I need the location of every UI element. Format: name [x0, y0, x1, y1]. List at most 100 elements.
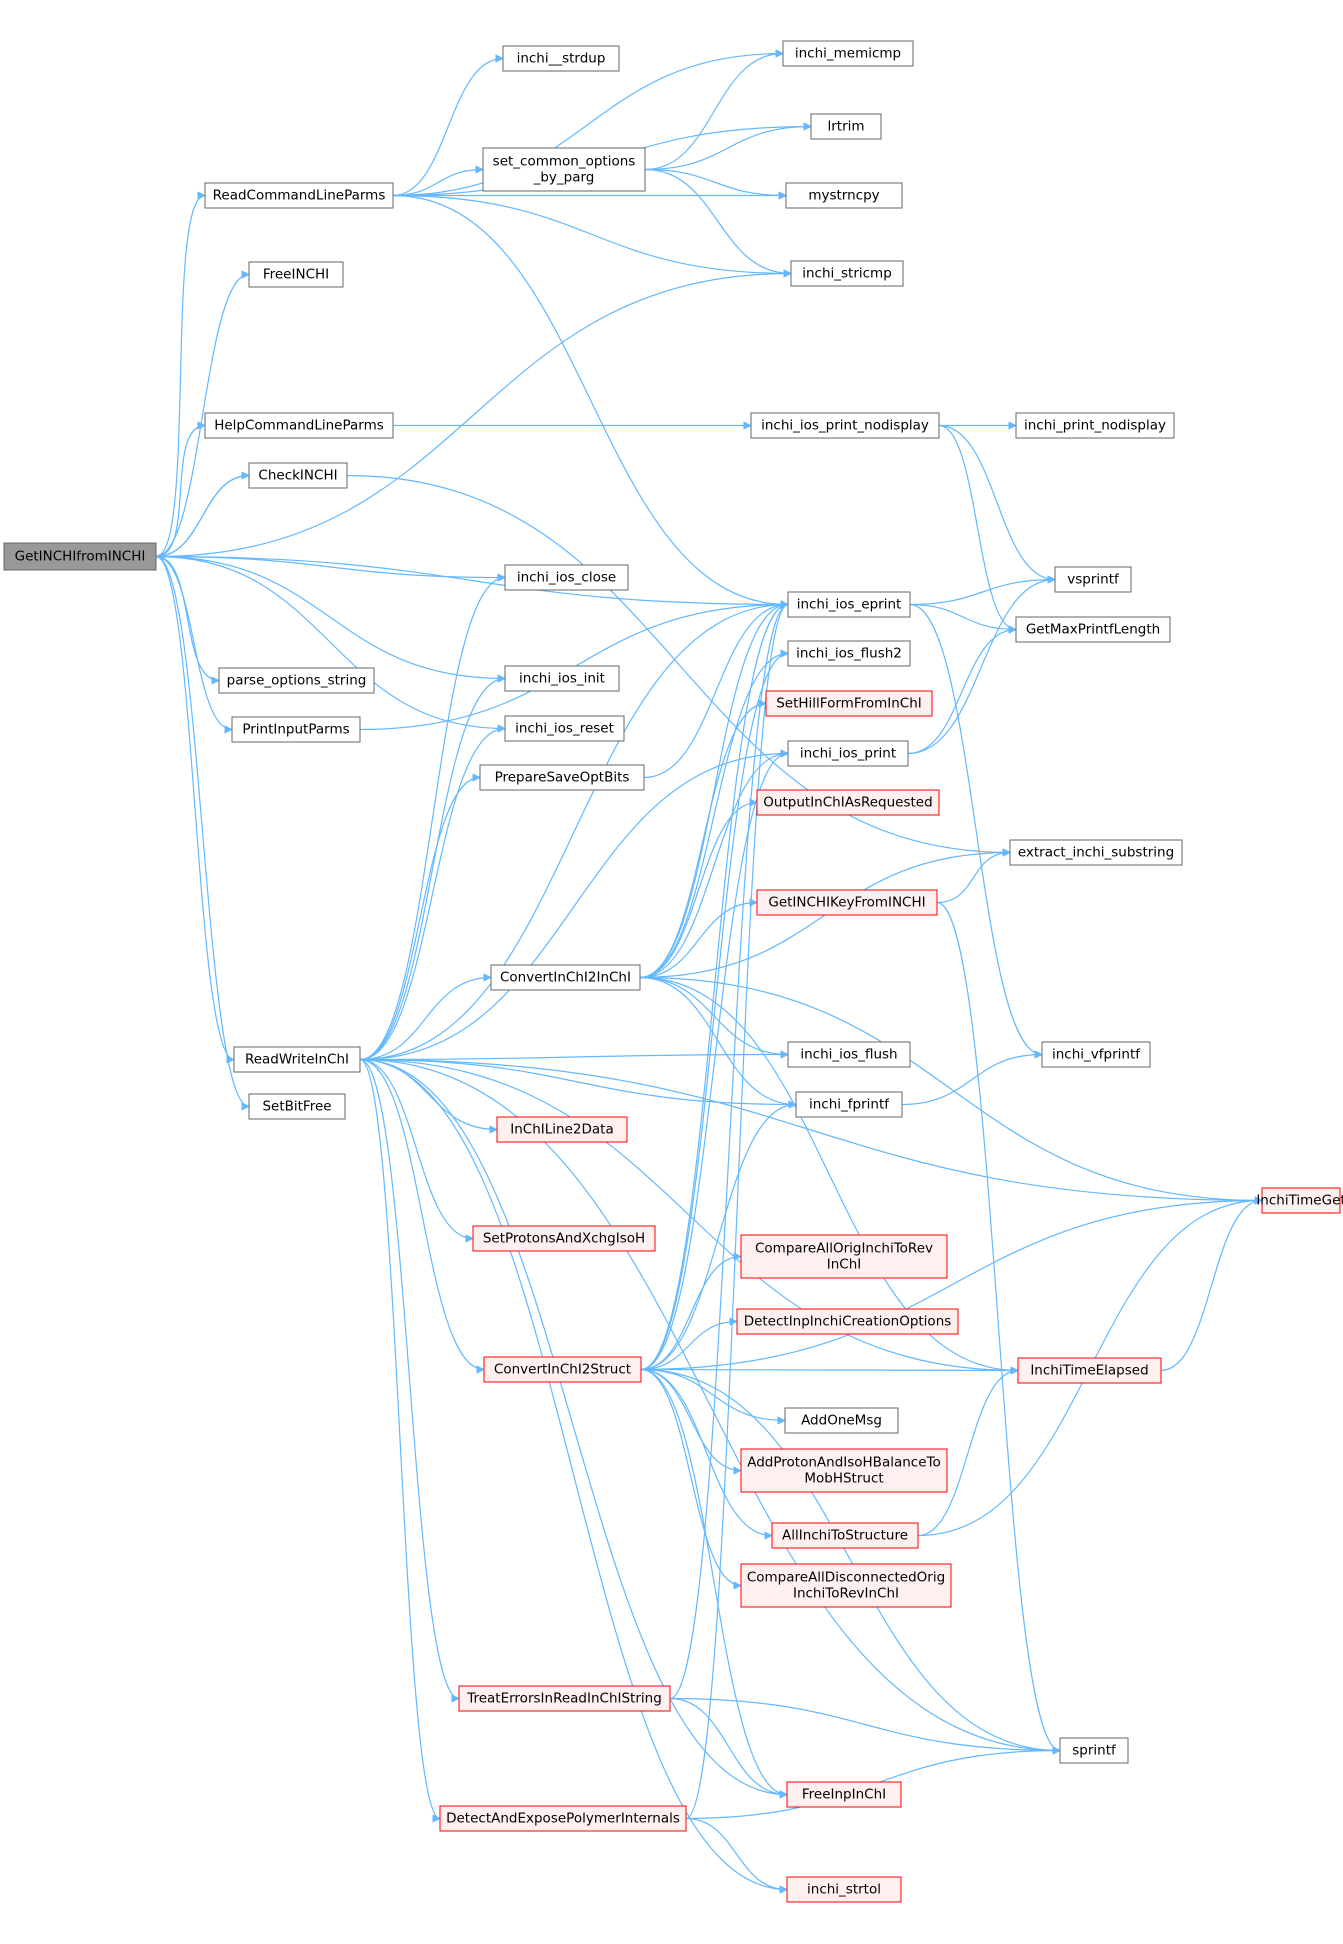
node-strdup[interactable]: inchi__strdup — [502, 45, 620, 72]
node-lrtrim[interactable]: lrtrim — [810, 113, 882, 140]
node-label-checkinchi: CheckINCHI — [258, 468, 337, 484]
node-getmax[interactable]: GetMaxPrintfLength — [1015, 616, 1171, 643]
node-sethill[interactable]: SetHillFormFromInChI — [765, 690, 933, 717]
node-label-freeinp: FreeInpInChI — [802, 1787, 886, 1803]
edge-rw_inchi-to-detect_poly — [359, 1058, 441, 1823]
node-ios_flush[interactable]: inchi_ios_flush — [787, 1041, 911, 1068]
edge-conv_inchi2struct-to-compare_disc — [640, 1368, 742, 1590]
node-box-help_cmd — [204, 412, 394, 439]
node-timeget[interactable]: InchiTimeGet — [1256, 1187, 1343, 1214]
node-box-treat_errors — [458, 1685, 671, 1712]
node-setbitfree[interactable]: SetBitFree — [248, 1093, 346, 1120]
node-box-read_cmd — [204, 182, 394, 209]
edge-root-to-rw_inchi — [155, 555, 235, 1064]
node-conv_inchi2struct[interactable]: ConvertInChI2Struct — [483, 1356, 642, 1383]
edge-prepare_save-to-ios_eprint — [643, 600, 789, 779]
node-memicmp[interactable]: inchi_memicmp — [782, 40, 914, 67]
node-freeinchi[interactable]: FreeINCHI — [248, 261, 344, 288]
node-label-ios_flush: inchi_ios_flush — [800, 1047, 897, 1063]
node-box-getmax — [1015, 616, 1171, 643]
edge-conv_inchi2inchi-to-ios_flush2 — [639, 649, 789, 979]
node-sprintf[interactable]: sprintf — [1059, 1737, 1129, 1764]
node-detect_poly[interactable]: DetectAndExposePolymerInternals — [439, 1805, 687, 1832]
edge-checkinchi-to-extract — [346, 474, 1011, 857]
node-timeelapsed[interactable]: InchiTimeElapsed — [1017, 1357, 1162, 1384]
node-label-set_common-line2: _by_parg — [533, 170, 595, 186]
node-box-timeelapsed — [1017, 1357, 1162, 1384]
node-getinchikey[interactable]: GetINCHIKeyFromINCHI — [756, 889, 938, 916]
node-stricmp[interactable]: inchi_stricmp — [790, 260, 904, 287]
node-ios_close[interactable]: inchi_ios_close — [504, 564, 629, 591]
node-line2data[interactable]: InChILine2Data — [496, 1116, 628, 1143]
node-addonemsg[interactable]: AddOneMsg — [784, 1407, 899, 1434]
node-vsprintf[interactable]: vsprintf — [1054, 566, 1132, 593]
node-conv_inchi2inchi[interactable]: ConvertInChI2InChI — [490, 964, 641, 991]
node-mystrncpy[interactable]: mystrncpy — [785, 182, 903, 209]
edge-conv_inchi2struct-to-allinchi — [640, 1368, 773, 1540]
node-label-ios_print_nodisp: inchi_ios_print_nodisplay — [761, 418, 929, 434]
node-checkinchi[interactable]: CheckINCHI — [248, 462, 348, 489]
node-set_common[interactable]: set_common_options_by_parg — [482, 147, 646, 192]
edge-rw_inchi-to-ios_init — [359, 674, 506, 1061]
node-output_inchi[interactable]: OutputInChIAsRequested — [756, 789, 940, 816]
node-treat_errors[interactable]: TreatErrorsInReadInChIString — [458, 1685, 671, 1712]
edge-conv_inchi2struct-to-timeelapsed — [640, 1366, 1019, 1375]
node-box-detect_poly — [439, 1805, 687, 1832]
node-label-strdup: inchi__strdup — [517, 51, 606, 67]
node-ios_flush2[interactable]: inchi_ios_flush2 — [787, 640, 911, 667]
node-label-setprotons: SetProtonsAndXchgIsoH — [483, 1231, 645, 1247]
node-print_input[interactable]: PrintInputParms — [231, 716, 361, 743]
node-ios_eprint[interactable]: inchi_ios_eprint — [787, 591, 911, 618]
node-setprotons[interactable]: SetProtonsAndXchgIsoH — [472, 1225, 656, 1252]
edges — [155, 49, 1263, 1894]
edge-rw_inchi-to-conv_inchi2inchi — [359, 973, 492, 1061]
node-label-compare_all_orig-line2: InChI — [827, 1257, 862, 1273]
node-box-ios_eprint — [787, 591, 911, 618]
node-ios_print_nodisp[interactable]: inchi_ios_print_nodisplay — [750, 412, 940, 439]
edge-set_common-to-stricmp — [644, 168, 792, 278]
node-label-lrtrim: lrtrim — [827, 119, 864, 135]
edge-treat_errors-to-sprintf — [669, 1697, 1061, 1755]
node-box-freeinchi — [248, 261, 344, 288]
node-ios_reset[interactable]: inchi_ios_reset — [504, 715, 625, 742]
node-help_cmd[interactable]: HelpCommandLineParms — [204, 412, 394, 439]
node-extract[interactable]: extract_inchi_substring — [1009, 839, 1183, 866]
node-box-extract — [1009, 839, 1183, 866]
node-box-stricmp — [790, 260, 904, 287]
edge-conv_inchi2inchi-to-timeelapsed — [639, 976, 1019, 1375]
node-label-parse_opts: parse_options_string — [227, 673, 367, 689]
node-box-print_input — [231, 716, 361, 743]
node-read_cmd[interactable]: ReadCommandLineParms — [204, 182, 394, 209]
edge-read_cmd-to-memicmp — [392, 49, 784, 197]
node-box-strtol — [786, 1876, 902, 1903]
node-freeinp[interactable]: FreeInpInChI — [786, 1781, 902, 1808]
edge-root-to-print_input — [155, 555, 233, 734]
node-fprintf[interactable]: inchi_fprintf — [795, 1091, 903, 1118]
node-label-timeget: InchiTimeGet — [1256, 1193, 1343, 1209]
node-prepare_save[interactable]: PrepareSaveOptBits — [479, 764, 645, 791]
node-vfprintf[interactable]: inchi_vfprintf — [1041, 1041, 1151, 1068]
node-label-ios_eprint: inchi_ios_eprint — [797, 597, 902, 613]
node-box-root — [3, 542, 157, 571]
node-parse_opts[interactable]: parse_options_string — [218, 667, 375, 694]
node-rw_inchi[interactable]: ReadWriteInChI — [233, 1046, 361, 1073]
node-strtol[interactable]: inchi_strtol — [786, 1876, 902, 1903]
node-label-ios_close: inchi_ios_close — [517, 570, 616, 586]
node-ios_init[interactable]: inchi_ios_init — [504, 665, 620, 692]
node-print_nodisp[interactable]: inchi_print_nodisplay — [1015, 412, 1175, 439]
node-detect_inp[interactable]: DetectInpInchiCreationOptions — [736, 1308, 959, 1335]
edge-ios_print_nodisp-to-vsprintf — [938, 424, 1056, 584]
node-box-sprintf — [1059, 1737, 1129, 1764]
node-box-strdup — [502, 45, 620, 72]
node-label-ios_init: inchi_ios_init — [519, 671, 605, 687]
edge-ios_eprint-to-vsprintf — [909, 575, 1056, 606]
edge-root-to-help_cmd — [155, 421, 206, 558]
node-box-ios_init — [504, 665, 620, 692]
node-ios_print[interactable]: inchi_ios_print — [787, 740, 909, 767]
edge-conv_inchi2struct-to-ios_print — [640, 749, 789, 1371]
node-allinchi[interactable]: AllInchiToStructure — [771, 1522, 919, 1549]
node-compare_disc[interactable]: CompareAllDisconnectedOrigInchiToRevInCh… — [740, 1563, 952, 1608]
edge-ios_print-to-vsprintf — [907, 575, 1056, 755]
